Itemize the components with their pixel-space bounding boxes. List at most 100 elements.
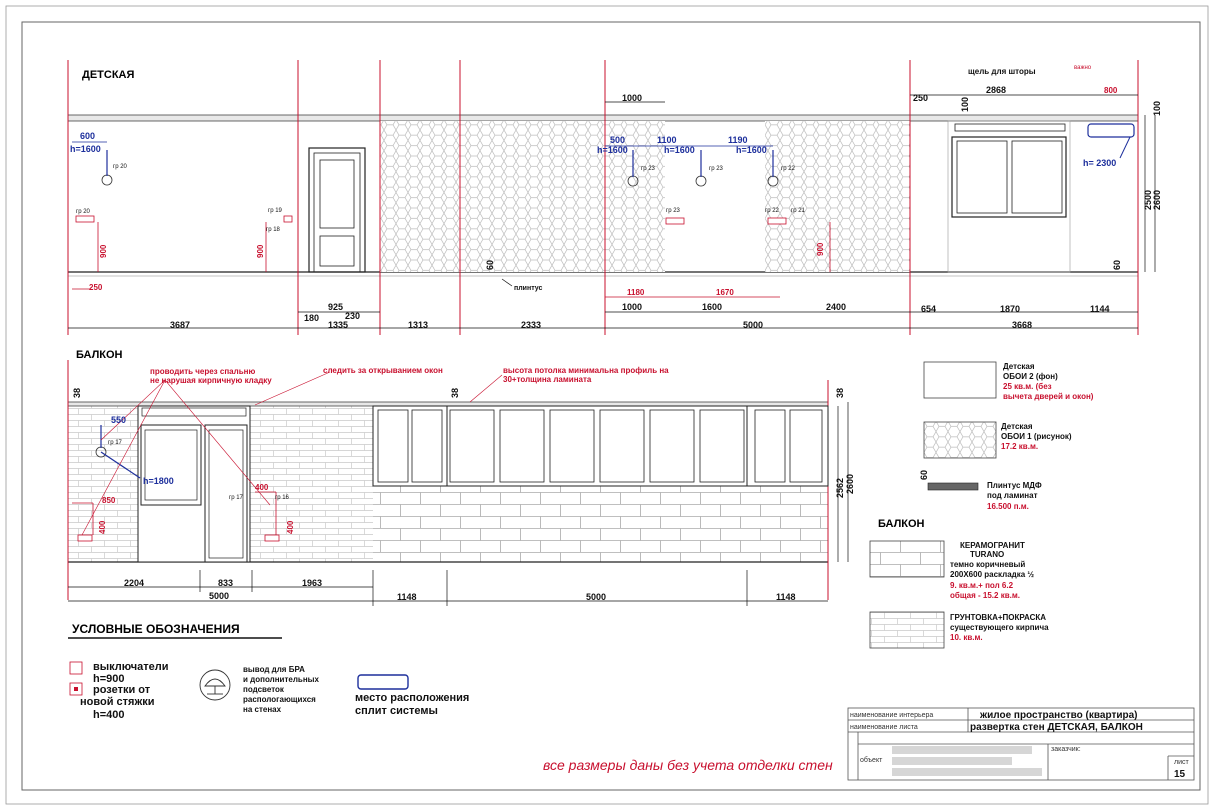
dim-row2-2: 1313 (408, 320, 428, 330)
tile-wall (373, 486, 828, 562)
mat-paint-red: 10. кв.м. (950, 633, 983, 642)
dim-60-b: 60 (1112, 260, 1122, 270)
tb-object-label: объект (860, 756, 883, 764)
tag-gr23-a: гр 23 (641, 166, 656, 172)
dim-row1-3: 654 (921, 304, 936, 314)
legend-sconce-1: и дополнительных (243, 675, 319, 684)
dim-1670: 1670 (716, 288, 734, 297)
tag-gr19: гр 19 (268, 208, 283, 214)
dim-38-b: 38 (450, 388, 460, 398)
bal-dim-1: 833 (218, 578, 233, 588)
note-bottom: все размеры даны без учета отделки стен (543, 757, 833, 773)
title-balcony: БАЛКОН (76, 349, 123, 361)
bal-dim-4: 5000 (586, 592, 606, 602)
dim-row2-0: 3687 (170, 320, 190, 330)
legend-sockets-1: новой стяжки (80, 696, 155, 708)
tag-gr22-b: гр 22 (765, 208, 780, 214)
mat-wallpaper2-red-0: 25 кв.м. (без (1003, 382, 1052, 391)
dim-925: 925 (328, 302, 343, 312)
tag-gr23-c: гр 23 (666, 208, 681, 214)
tb-sheet-label: наименование листа (850, 724, 918, 731)
title-balcony-legend: БАЛКОН (878, 518, 925, 530)
mat-wallpaper1-red: 17.2 кв.м. (1001, 442, 1038, 451)
bal-dim-3: 1148 (397, 592, 417, 602)
legend-split-1: сплит системы (355, 705, 438, 717)
tag-gr17-a: гр 17 (108, 440, 123, 446)
mat-plinth-1: под ламинат (987, 491, 1038, 500)
dim-38-a: 38 (72, 388, 82, 398)
tb-customer-label: заказчик: (1051, 746, 1081, 753)
note-ceiling-2: 30+толщина ламината (503, 375, 592, 384)
mat-tile-1: TURANO (970, 550, 1004, 559)
dim-row1-4: 1870 (1000, 304, 1020, 314)
tag-gr20-b: гр 20 (76, 209, 91, 215)
mat-plinth-0: Плинтус МДФ (987, 481, 1042, 490)
dim-row1-0: 1000 (622, 302, 642, 312)
legend-sconce-0: вывод для БРА (243, 665, 305, 674)
tb-list-value: 15 (1174, 769, 1186, 780)
dim-100-b: 100 (1152, 101, 1162, 116)
dim-600: 600 (80, 131, 95, 141)
swatch-wallpaper2 (923, 361, 997, 399)
tb-interior-label: наименование интерьера (850, 712, 933, 719)
dim-500: 500 (610, 135, 625, 145)
note-windows-watch: следить за открыванием окон (323, 366, 443, 375)
dim-1180: 1180 (627, 288, 645, 297)
note-curtain-gap: щель для шторы (968, 67, 1036, 76)
h-1600-a: h=1600 (70, 144, 101, 154)
split-unit-icon (1087, 123, 1135, 138)
mat-wallpaper2-0: Детская (1003, 362, 1035, 371)
dim-row1-1: 1600 (702, 302, 722, 312)
dim-2868: 2868 (986, 85, 1006, 95)
tag-gr22-a: гр 22 (781, 166, 796, 172)
h-1600-d: h=1600 (736, 145, 767, 155)
dim-800: 800 (1104, 86, 1118, 95)
legend-sockets-2: h=400 (93, 709, 125, 721)
legend-sconce-4: на стенах (243, 705, 282, 714)
h-1600-c: h=1600 (664, 145, 695, 155)
legend-title: УСЛОВНЫЕ ОБОЗНАЧЕНИЯ (72, 622, 240, 636)
socket-icon (77, 534, 280, 542)
mat-wallpaper2-red-1: вычета дверей и окон) (1003, 392, 1094, 401)
dim-2500: 2500 (1143, 190, 1153, 210)
dim-400-b: 400 (98, 520, 107, 534)
note-bedroom-route-2: не нарушая кирпичную кладку (150, 376, 272, 385)
dim-400-a: 400 (255, 483, 269, 492)
h-1800: h=1800 (143, 476, 174, 486)
bal-dim-0: 2204 (124, 578, 144, 588)
h-1600-b: h=1600 (597, 145, 628, 155)
mat-tile-3: 200Х600 раскладка ½ (950, 570, 1034, 579)
dim-1100: 1100 (657, 135, 677, 145)
dim-1000-top: 1000 (622, 93, 642, 103)
tag-gr20-a: гр 20 (113, 164, 128, 170)
dim-row1-5: 1144 (1090, 304, 1110, 314)
bal-dim-2: 1963 (302, 578, 322, 588)
bal-dim-total: 5000 (209, 591, 229, 601)
mat-wallpaper1-0: Детская (1001, 422, 1033, 431)
note-bedroom-route-1: проводить через спальню (150, 367, 255, 376)
tag-gr18: гр 18 (266, 227, 281, 233)
dim-2600: 2600 (1152, 190, 1162, 210)
dim-38-c: 38 (835, 388, 845, 398)
tb-redacted (892, 746, 1042, 776)
dim-2562: 2562 (835, 478, 845, 498)
mat-paint-1: существующего кирпича (950, 623, 1049, 632)
dim-60-a: 60 (485, 260, 495, 270)
mat-tile-red-0: 9. кв.м.+ пол 6.2 (950, 581, 1014, 590)
legend-split-icon (357, 674, 409, 690)
wallpaper1-panel (765, 121, 910, 272)
dim-900-a: 900 (99, 244, 108, 258)
dim-2600-b: 2600 (845, 474, 855, 494)
note-plinth: плинтус (514, 285, 543, 292)
mat-plinth-60: 60 (919, 470, 929, 480)
legend-switches-1: h=900 (93, 673, 125, 685)
wallpaper1-panel (380, 121, 460, 272)
dim-250-top: 250 (913, 93, 928, 103)
legend-sconce-2: подсветок (243, 685, 285, 694)
swatch-tile (869, 540, 945, 578)
tb-list-label: лист (1174, 759, 1189, 766)
bal-dim-5: 1148 (776, 592, 796, 602)
note-ceiling-1: высота потолка минимальна профиль на (503, 366, 669, 375)
title-child: ДЕТСКАЯ (82, 69, 134, 81)
